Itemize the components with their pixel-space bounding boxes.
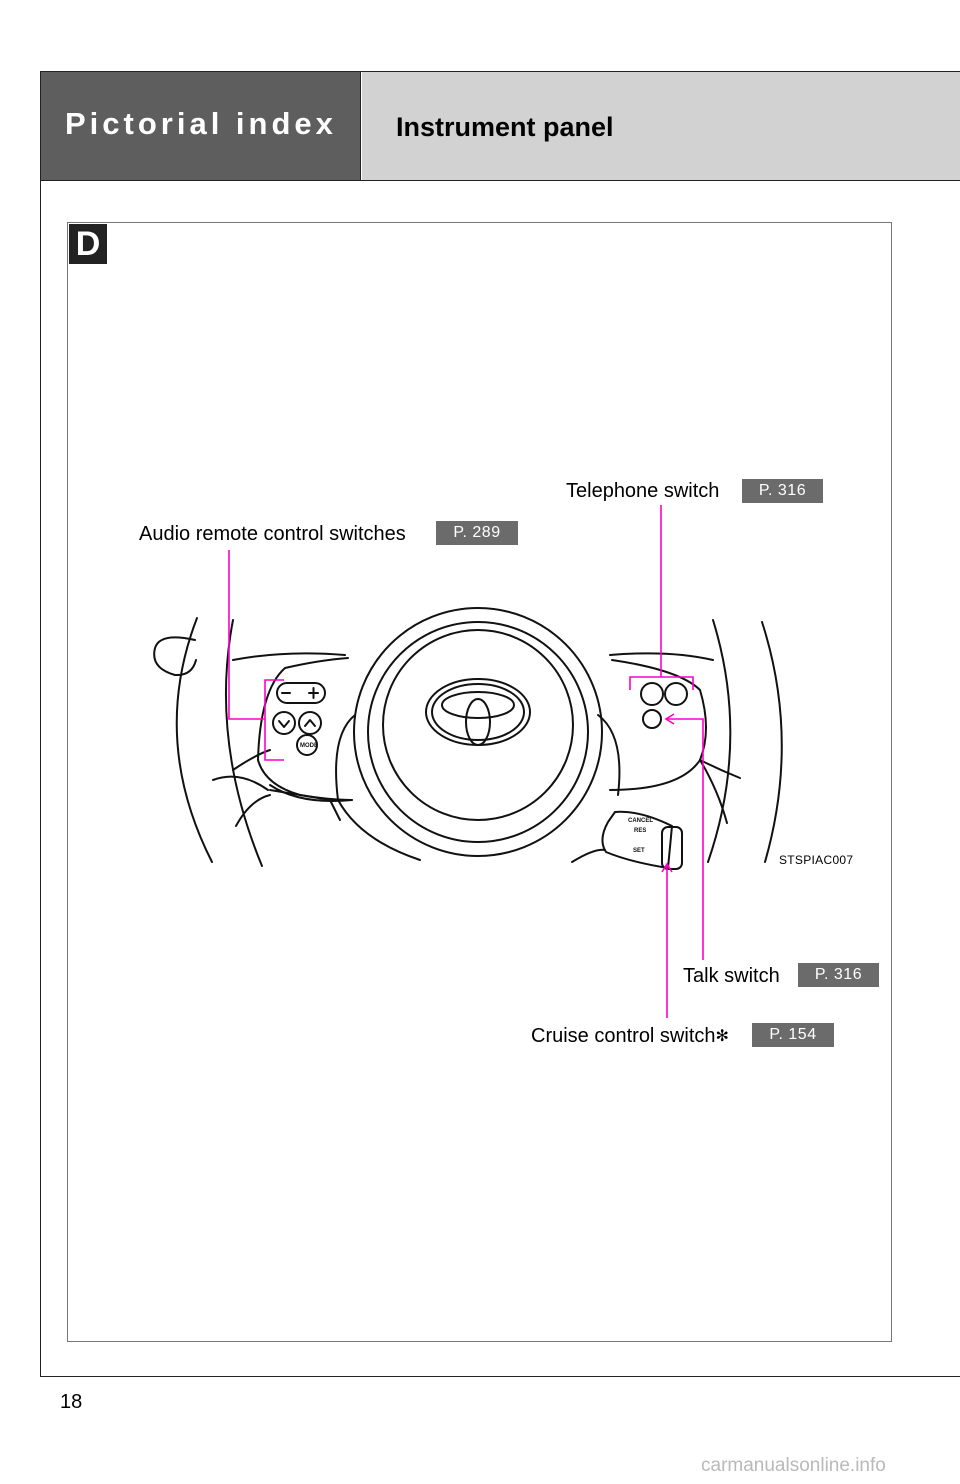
diagram-box: [67, 222, 892, 1342]
leader-audio: [228, 550, 265, 720]
section-header: Pictorial index: [41, 72, 361, 180]
volume-switch: [276, 682, 326, 704]
callout-audio-page-ref[interactable]: P. 289: [436, 521, 518, 545]
toyota-emblem: [425, 678, 531, 746]
cruise-control-lever: [601, 810, 673, 869]
section-badge: D: [69, 224, 107, 264]
leader-lines: [228, 505, 704, 1018]
cancel-label: CANCEL: [628, 818, 653, 824]
seek-down-button: [272, 711, 296, 735]
callout-cruise: Cruise control switch✻: [531, 1024, 729, 1049]
airbag-pad: [382, 629, 574, 821]
talk-button: [642, 709, 662, 729]
callout-telephone-page-ref[interactable]: P. 316: [742, 479, 823, 503]
leader-talk: [666, 718, 704, 960]
page-number: 18: [60, 1391, 83, 1413]
callout-talk-page-ref[interactable]: P. 316: [798, 963, 879, 987]
header-divider: [41, 180, 960, 181]
res-label: RES: [634, 828, 646, 834]
callout-telephone-label: Telephone switch: [566, 480, 720, 502]
callout-audio-label: Audio remote control switches: [139, 523, 406, 545]
watermark: carmanualsonline.info: [701, 1455, 886, 1476]
figure-code: STSPIAC007: [779, 853, 854, 867]
set-label: SET: [633, 848, 645, 854]
page-frame: [40, 71, 960, 1377]
mode-label: MODE: [300, 743, 318, 749]
off-hook-button: [640, 682, 664, 706]
note-marker: ✻: [715, 1028, 729, 1045]
mode-button: [296, 734, 318, 756]
wheel-rim-right: [761, 621, 783, 863]
callout-talk-label: Talk switch: [683, 965, 780, 987]
wheel-rim-left: [175, 617, 213, 863]
on-hook-button: [664, 682, 688, 706]
page-header: Instrument panel: [362, 72, 960, 180]
callout-cruise-label: Cruise control switch: [531, 1025, 716, 1047]
section-title: Pictorial index: [65, 106, 337, 141]
page-title: Instrument panel: [396, 112, 614, 142]
wheel-hub-outer: [353, 607, 603, 857]
callout-cruise-page-ref[interactable]: P. 154: [752, 1023, 834, 1047]
seek-up-button: [298, 711, 322, 735]
